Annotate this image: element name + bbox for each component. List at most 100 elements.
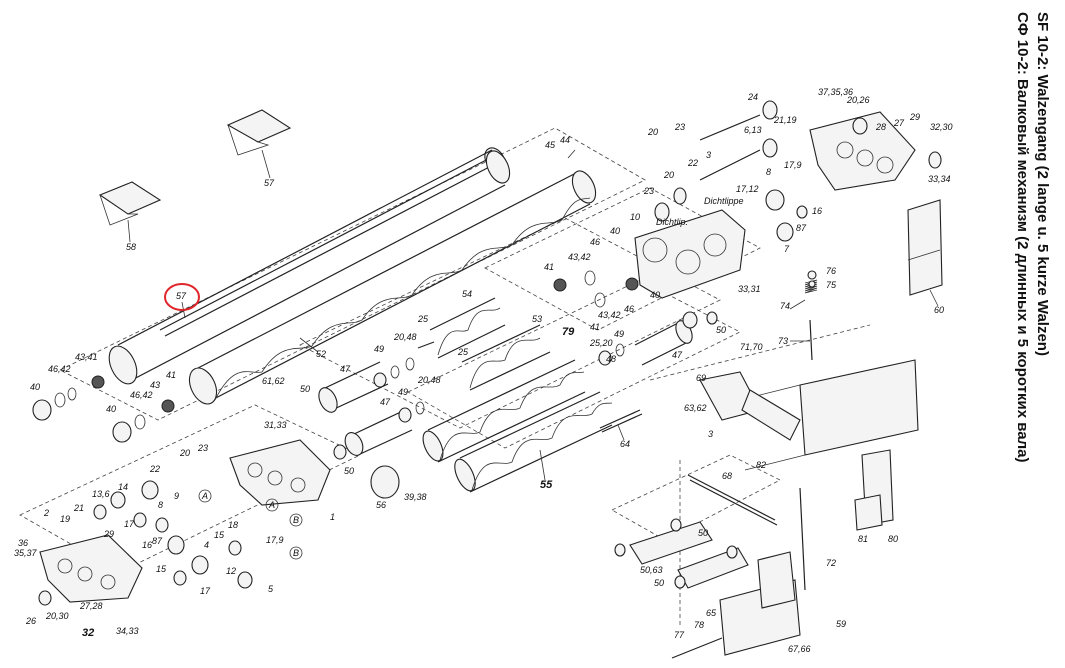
ref-a2-label: A: [268, 500, 275, 510]
part-label: 23: [643, 186, 654, 196]
part-label: 71,70: [740, 342, 763, 352]
part-label: 40: [30, 382, 40, 392]
part-label: 7: [784, 244, 790, 254]
part-label: 73: [778, 336, 788, 346]
part-label: 16: [812, 206, 822, 216]
long-roller-tube: [108, 149, 511, 385]
part-label: 36: [18, 538, 28, 548]
part-label: 20,30: [45, 611, 69, 621]
part-label: 49: [374, 344, 384, 354]
part-label: 17: [200, 586, 211, 596]
part-label: 25: [457, 347, 469, 357]
part-label: 48: [606, 354, 616, 364]
part-label: 22: [687, 158, 698, 168]
cover-57: [226, 109, 292, 156]
part-label: 21,19: [773, 115, 797, 125]
arm-lever: [699, 371, 801, 441]
part-label: 8: [158, 500, 163, 510]
cover-58: [98, 181, 162, 226]
part-label: 61,62: [262, 376, 285, 386]
chain-housing-mid: [229, 439, 331, 506]
part-label: Dichtlippe: [704, 196, 744, 206]
part-label: 65: [706, 608, 717, 618]
part-label: 43,42: [598, 310, 621, 320]
part-label: 10: [630, 212, 640, 222]
part-label: 1: [330, 512, 335, 522]
part-label: 50: [654, 578, 664, 588]
reference-callouts: A B A B: [198, 489, 303, 560]
part-label: 37,35,36: [818, 87, 853, 97]
part-label: 47: [380, 397, 391, 407]
part-label: 28: [875, 122, 886, 132]
part-label: 46: [590, 237, 600, 247]
part-label: 33,31: [738, 284, 761, 294]
part-label: 24: [747, 92, 758, 102]
short-roller-54: [417, 297, 506, 359]
part-label: 47: [672, 350, 683, 360]
part-label: 57: [176, 291, 187, 301]
part-label: 54: [462, 289, 472, 299]
part-label: 15: [214, 530, 225, 540]
part-label: 25: [417, 314, 429, 324]
part-label: 23: [197, 443, 208, 453]
part-label: 20: [179, 448, 190, 458]
part-label: 20: [647, 127, 658, 137]
ref-b2-label: B: [293, 548, 299, 558]
short-roller-55: [454, 391, 613, 493]
part-label: 39,38: [404, 492, 427, 502]
part-label: 80: [888, 534, 898, 544]
part-label: 31,33: [264, 420, 287, 430]
part-label: 64: [620, 439, 630, 449]
part-label: 25,20: [589, 338, 613, 348]
part-label: 6,13: [744, 125, 762, 135]
rod-77: [671, 637, 723, 659]
part-label: 20,26: [846, 95, 870, 105]
part-label: 17,9: [266, 535, 284, 545]
part-label: 40: [106, 404, 116, 414]
part-label: Dichtlip.: [656, 217, 688, 227]
title-russian: СФ 10-2: Валковый механизм (2 длинных и …: [1014, 12, 1031, 463]
part-label: 49: [614, 329, 624, 339]
highlight-circle: [164, 283, 200, 311]
part-label: 27: [893, 118, 905, 128]
part-label: 4: [204, 540, 209, 550]
part-label: 43,42: [568, 252, 591, 262]
rod-72: [799, 487, 806, 591]
part-label: 63,62: [684, 403, 707, 413]
part-label: 46,42: [48, 364, 71, 374]
part-label: 68: [722, 471, 732, 481]
part-label: 33,34: [928, 174, 951, 184]
part-label: 41: [544, 262, 554, 272]
rod-64: [599, 409, 643, 433]
spring-74: [804, 279, 818, 361]
part-label: 79: [562, 326, 575, 338]
ref-a-label: A: [201, 491, 208, 501]
part-label: 49: [398, 387, 408, 397]
part-label: 29: [103, 529, 114, 539]
part-label: 32,30: [930, 122, 953, 132]
part-label: 2: [43, 508, 49, 518]
short-roller-53: [461, 324, 551, 391]
part-label: 47: [340, 364, 351, 374]
small-hardware: [32, 100, 942, 606]
bracket-60: [907, 199, 943, 296]
chain-housing-bottom: [39, 534, 143, 603]
long-shaft-57: [159, 147, 506, 337]
part-label: 60: [934, 305, 944, 315]
part-label: 58: [126, 242, 136, 252]
part-label: 21: [73, 503, 84, 513]
part-label: 3: [706, 150, 711, 160]
part-label: 50: [300, 384, 310, 394]
short-roller-47-right: [634, 320, 693, 366]
chain-housing-top: [809, 111, 916, 191]
support-59: [719, 551, 801, 656]
part-label: 15: [156, 564, 167, 574]
part-label: 50: [716, 325, 726, 335]
strut-68: [687, 474, 778, 526]
short-roller-79: [422, 359, 586, 463]
part-label: 75: [826, 280, 837, 290]
part-label: 77: [674, 630, 685, 640]
part-label: 74: [780, 301, 790, 311]
part-labels: 57 57 58 45 44 52 40 46,42 43,41 43 41 4…: [14, 87, 953, 654]
part-label: 76: [826, 266, 836, 276]
